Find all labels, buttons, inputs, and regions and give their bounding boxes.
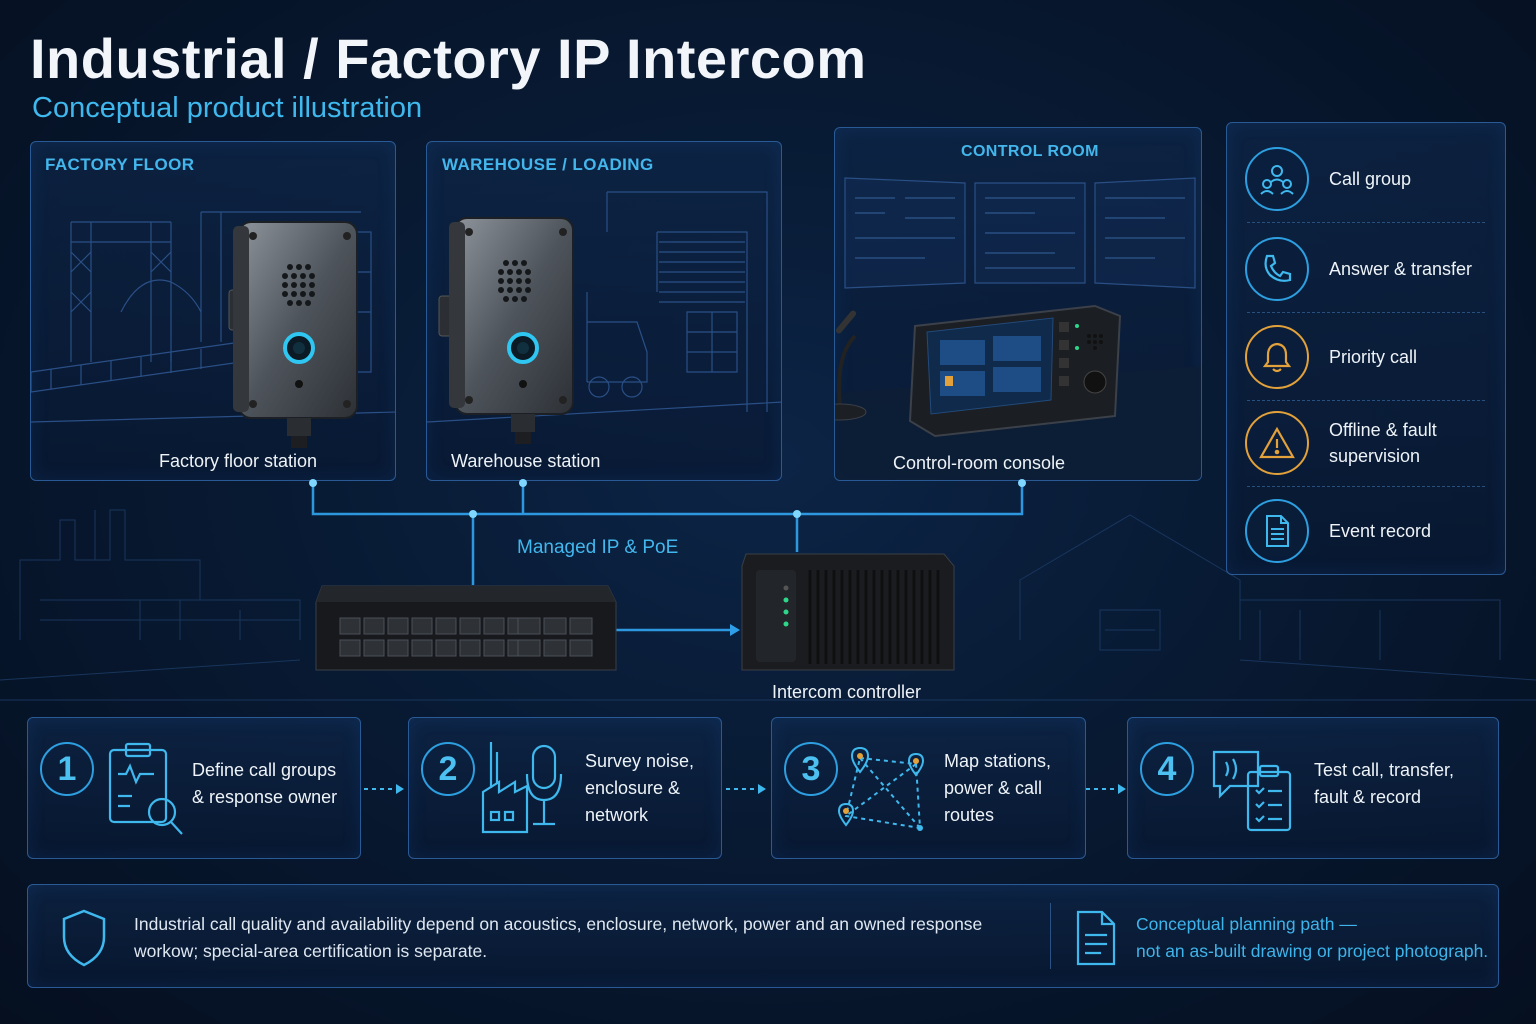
arrow-icon xyxy=(1086,784,1126,794)
warehouse-label: WAREHOUSE / LOADING xyxy=(442,155,654,174)
factory-mic-icon xyxy=(481,742,563,834)
feature-label: Offline & fault supervision xyxy=(1329,420,1437,466)
control-room-label: CONTROL ROOM xyxy=(961,143,1099,160)
feature-offline-fault: Offline & fault supervision xyxy=(1245,399,1485,487)
control-room-caption: Control-room console xyxy=(893,453,1066,473)
control-room-console xyxy=(835,304,1201,480)
warehouse-blueprint-illustration xyxy=(427,191,781,423)
feature-label: Call group xyxy=(1329,169,1412,189)
warning-icon xyxy=(1245,411,1309,475)
page-subtitle: Conceptual product illustration xyxy=(32,92,423,124)
footer-disclaimer-line1: Conceptual planning path — xyxy=(1136,914,1357,934)
divider xyxy=(1247,486,1485,487)
users-icon xyxy=(1245,147,1309,211)
step-number: 2 xyxy=(421,742,475,796)
factory-floor-caption: Factory floor station xyxy=(159,451,318,471)
step-text: Map stations, power & call routes xyxy=(944,751,1052,825)
footer-notice: Industrial call quality and availability… xyxy=(134,914,983,961)
step-number: 4 xyxy=(1140,742,1194,796)
document-icon xyxy=(1245,499,1309,563)
feature-priority-call: Priority call xyxy=(1245,313,1485,401)
warehouse-intercom-station xyxy=(438,217,574,444)
step-1: 1 Define call groups & response owner xyxy=(27,717,361,859)
step-text: Survey noise, enclosure & network xyxy=(585,751,695,825)
poe-switch xyxy=(315,585,617,671)
arrow-icon xyxy=(364,784,404,794)
feature-call-group: Call group xyxy=(1245,135,1485,223)
factory-floor-panel: FACTORY FLOOR Factory floor station xyxy=(30,141,396,481)
warehouse-panel: WAREHOUSE / LOADING Warehouse station xyxy=(426,141,782,481)
control-room-panel: CONTROL ROOM Control-room console xyxy=(834,127,1202,481)
divider xyxy=(1247,312,1485,313)
control-room-wall-screens xyxy=(844,177,1196,289)
page-title: Industrial / Factory IP Intercom xyxy=(30,27,867,90)
route-map-icon xyxy=(837,746,925,831)
factory-intercom-station xyxy=(228,221,358,448)
chat-checklist-icon xyxy=(1212,750,1292,832)
divider xyxy=(1247,222,1485,223)
step-text: Define call groups & response owner xyxy=(192,760,338,807)
shield-icon xyxy=(62,909,106,967)
footer-disclaimer-line2: not an as-built drawing or project photo… xyxy=(1136,941,1489,961)
divider xyxy=(1247,400,1485,401)
feature-label: Event record xyxy=(1329,521,1432,541)
clipboard-search-icon xyxy=(108,742,183,835)
phone-icon xyxy=(1245,237,1309,301)
document-icon xyxy=(1076,910,1116,966)
factory-floor-label: FACTORY FLOOR xyxy=(45,155,195,174)
step-2: 2 Survey noise, enclosure & network xyxy=(408,717,722,859)
feature-answer-transfer: Answer & transfer xyxy=(1245,225,1485,313)
step-4: 4 Test call, transfer, fault & record xyxy=(1127,717,1499,859)
feature-label: Answer & transfer xyxy=(1329,259,1473,279)
intercom-controller-label: Intercom controller xyxy=(772,682,922,702)
step-text: Test call, transfer, fault & record xyxy=(1314,760,1455,807)
bell-icon xyxy=(1245,325,1309,389)
warehouse-caption: Warehouse station xyxy=(451,451,601,471)
arrow-icon xyxy=(726,784,766,794)
step-number: 3 xyxy=(784,742,838,796)
step-3: 3 Map stations, power & call routes xyxy=(771,717,1086,859)
step-number: 1 xyxy=(40,742,94,796)
feature-label: Priority call xyxy=(1329,347,1418,367)
footer-panel: Industrial call quality and availability… xyxy=(27,884,1499,988)
feature-list-panel: Call group Answer & transfer Priority ca… xyxy=(1226,122,1506,575)
footer-disclaimer: Conceptual planning path — not an as-bui… xyxy=(1136,911,1488,965)
footer-divider xyxy=(1050,903,1051,969)
managed-ip-poe-label: Managed IP & PoE xyxy=(517,537,679,558)
feature-event-record: Event record xyxy=(1245,487,1485,574)
intercom-controller-device xyxy=(741,553,955,671)
